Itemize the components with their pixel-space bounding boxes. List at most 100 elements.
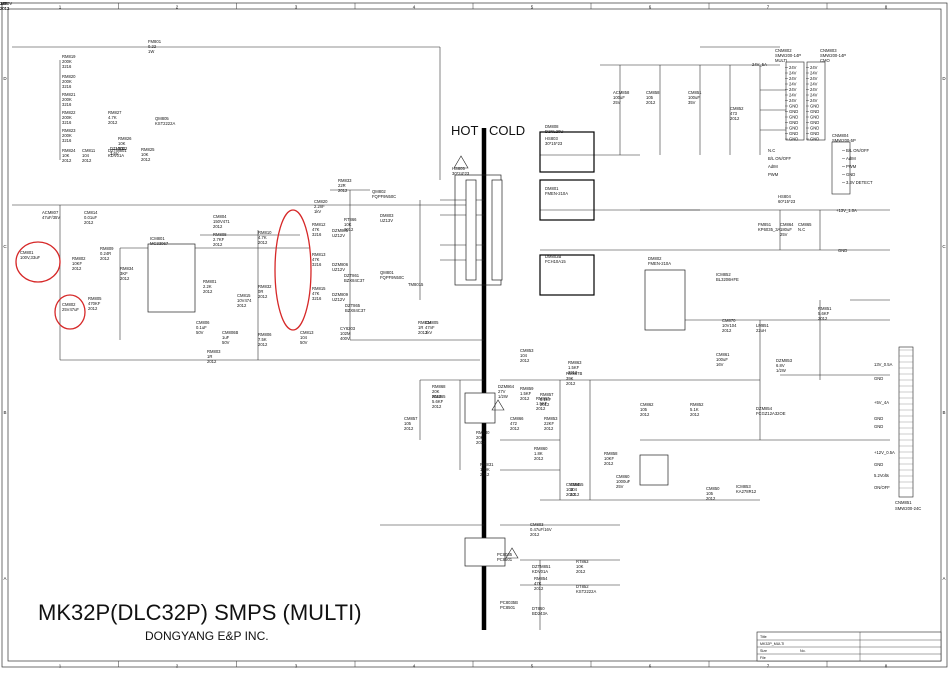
component-ref: RM812 [312,222,326,227]
component-ref: RM824 [62,148,76,153]
component-value: 1kV [425,330,432,335]
component-value: UZ12V [332,297,345,302]
component-value: 2012 [432,394,442,399]
component-value: 5.1KF [540,397,552,402]
component-value: 2012 [510,426,520,431]
connector-cnm851: 13V_0.5AGND+5V_4AGNDGND+12V_0.5AGND5.2Vo… [874,349,921,511]
pin-label: B/L ON/OFF [846,148,870,153]
component-value: 50V [196,330,204,335]
component-ref: RM807 [0,0,14,1]
grid-column-label: 1 [59,5,62,10]
pin-label: 3.3V DETECT [846,180,873,185]
component-ref: CM811 [82,148,96,153]
component-ref: CM801 [20,250,34,255]
component-ref: CM852 [730,106,744,111]
component-value: 2012 [213,242,223,247]
component-value: 16V [716,362,724,367]
component-value: 2012 [418,330,428,335]
rectifier-dm802-box [539,254,595,296]
component-value: 3216 [62,64,72,69]
component-ref: CM870 [722,318,736,323]
component-ref: DM801 [545,186,559,191]
component-ref: RM852 [690,402,704,407]
highlight-transformer [274,209,312,331]
transformer-secondary [491,179,503,281]
component-value: PC8501 [497,557,513,562]
component-value: FMEN-210A [648,261,671,266]
component-ref: RM854 [534,576,548,581]
tb-size-label: Size [760,649,767,653]
component-cm810: CM8101220V [0,0,14,6]
component-value: 200K [62,59,72,64]
component-ref: HS804 [778,194,791,199]
component-value: 2012 [706,496,716,501]
component-value: 5.1K [690,407,699,412]
pin-label: PWM [846,164,857,169]
optocoupler-feedback-body [464,392,496,424]
component-ref: RM832 [258,284,272,289]
pin-label: +12V_0.5A [874,450,895,455]
component-value: 1W [148,49,154,54]
component-ref: RM809 [100,246,114,251]
pin-label: GND [789,120,798,125]
component-value: 2012 [0,6,10,11]
component-ref: HS803 [545,136,558,141]
component-ref: RM831 [480,462,494,467]
pin-label: GND [810,115,819,120]
component-value: 10V474 [237,298,252,303]
component-value: 1.5KF [568,365,580,370]
component-value: 25V47uF [62,307,79,312]
component-value: 2012 [480,472,490,477]
connector-ref: CNM802 [775,48,792,53]
connector-type: SMW200-5P [832,138,856,143]
component-ref: RM860 [534,446,548,451]
component-ref: FM801 [148,39,162,44]
component-tm8015: TM8015 [408,282,424,287]
component-value: 104 [570,487,578,492]
component-value: 39K [566,376,574,381]
component-value: 27V [498,389,506,394]
pin-label: 24V [810,93,818,98]
pin-label: 13V_0.5A [874,362,893,367]
connector-cnm802-body [785,61,805,141]
component-ref: CM861 [716,352,730,357]
component-ref: CM850 [706,486,720,491]
component-value: 473 [730,111,738,116]
pin-label: 24V [810,65,818,70]
component-value: 25V [780,232,788,237]
component-value: 472 [510,421,518,426]
grid-column-label: 6 [649,664,652,669]
component-value: 102M [340,331,351,336]
regulator-icm852-body [644,269,686,331]
pin-label: GND [810,126,819,131]
component-ref: DZM805 [332,228,349,233]
component-ref: RM830 [476,430,490,435]
pin-label: 24V [789,98,797,103]
component-value: 10KF [604,456,614,461]
connector-note: CMO [820,58,831,63]
component-value: 30*15*23 [545,141,563,146]
connector-type: SMW200-14P [820,53,846,58]
grid-row-label: D [3,76,7,81]
pin-label: 5.2Volts [874,473,889,478]
